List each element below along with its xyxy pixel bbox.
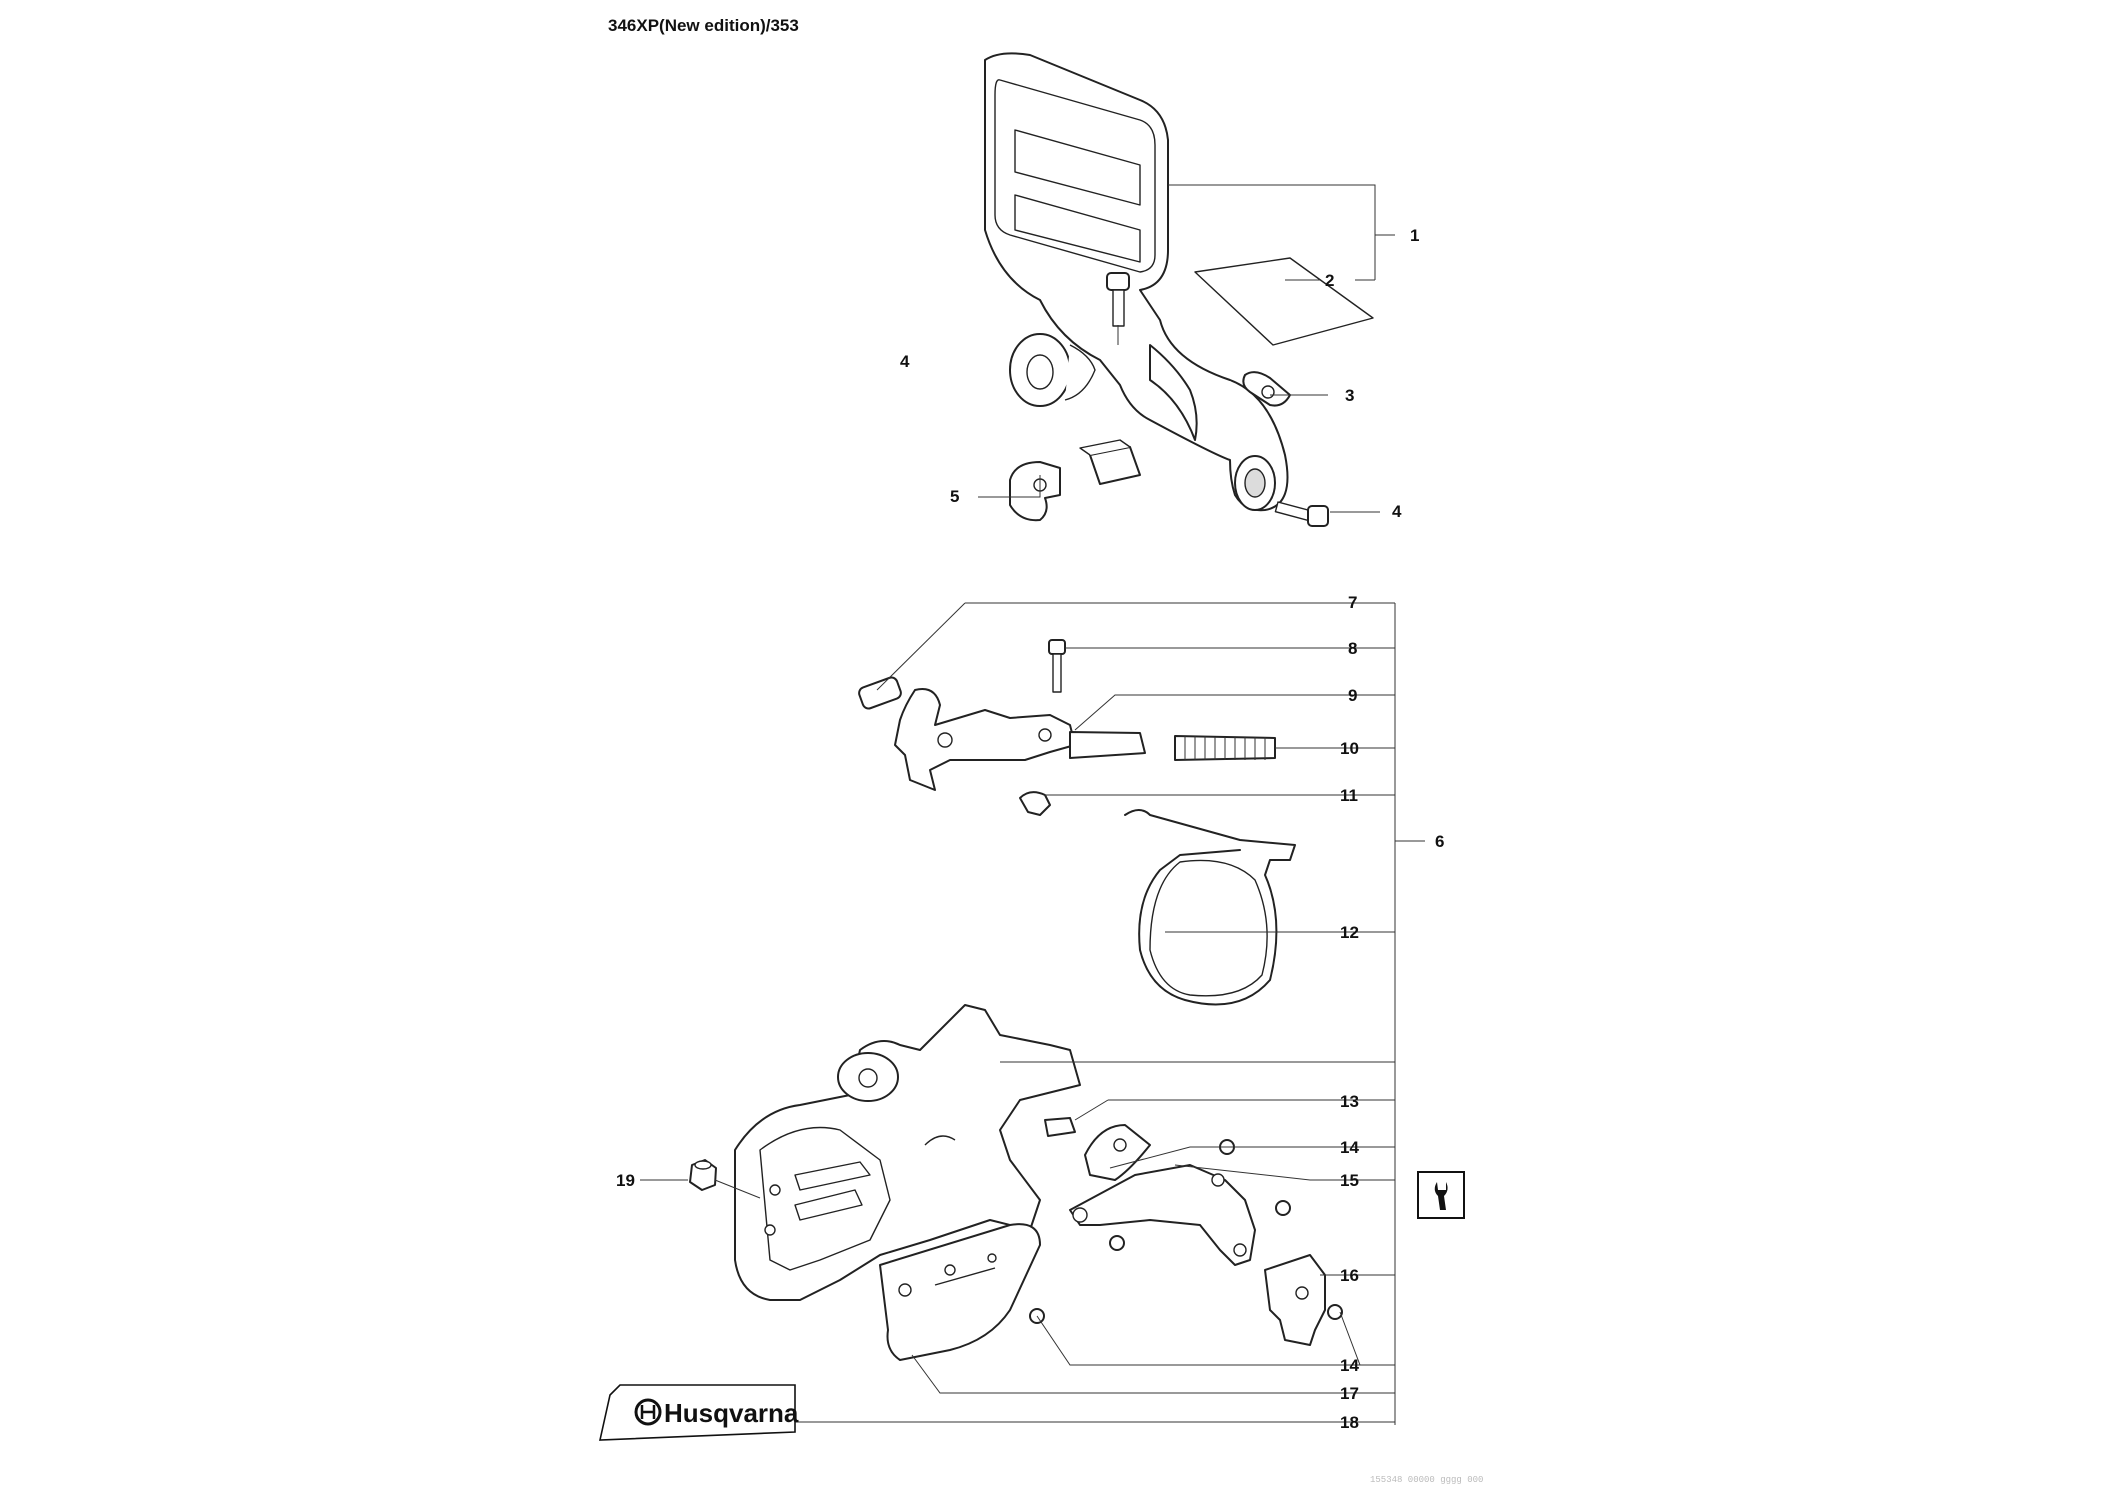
screw-lower-right [1274, 501, 1329, 527]
clutch-cover [734, 1004, 1081, 1301]
bracket-part-14-upper [1084, 1124, 1151, 1181]
footer-code: 155348 00000 gggg 000 [1370, 1475, 1483, 1485]
nut-part-19 [689, 1159, 717, 1191]
callout-11: 11 [1340, 786, 1358, 805]
callout-13: 13 [1340, 1092, 1359, 1111]
callout-1: 1 [1410, 226, 1419, 245]
callout-8: 8 [1348, 639, 1357, 658]
guide-plate-part-15 [1069, 1164, 1256, 1266]
hinge-bushing [1009, 333, 1096, 407]
callout-4-lower: 4 [1392, 502, 1402, 521]
diagram-title: 346XP(New edition)/353 [608, 16, 799, 35]
callout-9: 9 [1348, 686, 1357, 705]
callout-7: 7 [1348, 593, 1357, 612]
callout-18: 18 [1340, 1413, 1359, 1432]
wrench-icon [1417, 1171, 1465, 1219]
brake-lever-part-9 [894, 688, 1146, 791]
callout-17: 17 [1340, 1384, 1359, 1403]
husqvarna-crown-logo [634, 1398, 662, 1426]
callout-2: 2 [1325, 271, 1334, 290]
brand-name: Husqvarna [664, 1398, 799, 1428]
washer-part-5 [1009, 439, 1141, 522]
chain-catcher-part-16 [1264, 1254, 1326, 1346]
callout-labels: 1 2 3 4 4 5 6 7 8 9 10 11 12 13 14 14 15… [616, 226, 1444, 1432]
callout-5: 5 [950, 487, 959, 506]
husqvarna-decal: Husqvarna [598, 1384, 799, 1441]
screw-upper-left [1106, 272, 1130, 327]
callout-3: 3 [1345, 386, 1354, 405]
leader-lines [640, 184, 1425, 1425]
callout-15: 15 [1340, 1171, 1359, 1190]
clip-part-11 [1019, 791, 1051, 816]
callout-19: 19 [616, 1171, 635, 1190]
side-cover-plate-part-17 [879, 1223, 1041, 1361]
brake-band-part-12 [1124, 809, 1296, 1006]
pin-part-8 [1048, 639, 1066, 693]
screw-13 [1044, 1117, 1076, 1137]
callout-16: 16 [1340, 1266, 1359, 1285]
callout-4-upper: 4 [900, 352, 910, 371]
callout-10: 10 [1340, 739, 1359, 758]
decal-label [1194, 257, 1374, 346]
spring-part-10 [1174, 735, 1276, 761]
callout-6: 6 [1435, 832, 1444, 851]
brake-knob-screw-part-7 [858, 676, 902, 710]
callout-14-upper: 14 [1340, 1138, 1359, 1157]
callout-14-lower: 14 [1340, 1356, 1359, 1375]
hand-guard [984, 52, 1289, 512]
callout-12: 12 [1340, 923, 1359, 942]
